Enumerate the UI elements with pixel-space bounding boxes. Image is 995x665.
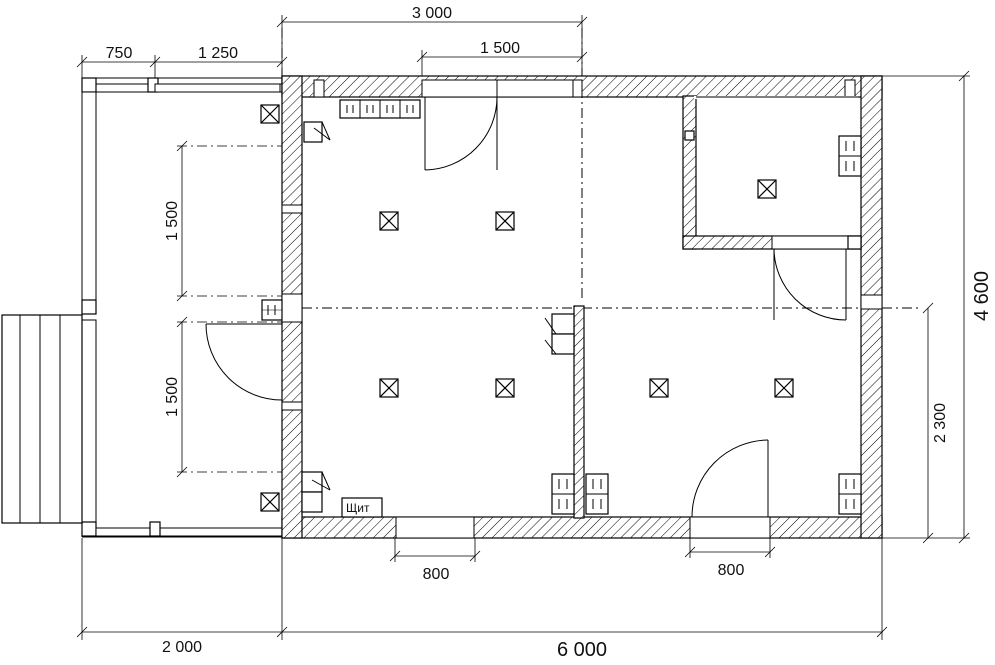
ceiling-light-icon: [379, 211, 399, 231]
ceiling-lights: [379, 179, 794, 398]
dim-left-1500-upper: 1 500: [164, 201, 181, 241]
dim-top-1500: 1 500: [480, 40, 520, 57]
switch-icon: [301, 471, 331, 513]
entrance-steps: [1, 314, 83, 524]
switch-icon: [544, 313, 575, 355]
dim-top-750: 750: [106, 45, 133, 62]
dim-bottom-6000: 6 000: [557, 639, 607, 661]
dim-right-2300: 2 300: [932, 403, 949, 443]
outlet-icon: [838, 135, 862, 177]
outlet-icon: [261, 299, 283, 321]
ceiling-light-icon: [495, 211, 515, 231]
outlet-icon: [551, 473, 575, 515]
doors: [424, 96, 847, 518]
dim-bottom-2000: 2 000: [162, 639, 202, 656]
ceiling-light-icon: [757, 179, 777, 199]
ceiling-light-icon: [260, 492, 280, 512]
panel-label: Щит: [346, 501, 370, 515]
ceiling-light-icon: [495, 378, 515, 398]
dimension-labels: 3 000 750 1 250 1 500 1 500 1 500 2 300 …: [106, 5, 993, 661]
dim-bottom-800-right: 800: [718, 562, 745, 579]
outlet-icon: [585, 473, 609, 515]
outlet-icon: [838, 473, 862, 515]
dim-top-3000: 3 000: [412, 5, 452, 22]
ceiling-light-icon: [774, 378, 794, 398]
dim-right-4600: 4 600: [971, 271, 993, 321]
dim-bottom-800-left: 800: [423, 566, 450, 583]
outlets: Щит: [261, 99, 862, 518]
electrical-panel: Щит: [341, 497, 383, 518]
dim-top-1250: 1 250: [198, 45, 238, 62]
outlet-group-icon: [339, 99, 421, 119]
ceiling-light-icon: [260, 104, 280, 124]
walls: [281, 75, 883, 539]
ceiling-light-icon: [649, 378, 669, 398]
dimension-lines: [76, 15, 970, 640]
dim-left-1500-lower: 1 500: [164, 377, 181, 417]
switch-icon: [303, 121, 331, 143]
ceiling-light-icon: [379, 378, 399, 398]
